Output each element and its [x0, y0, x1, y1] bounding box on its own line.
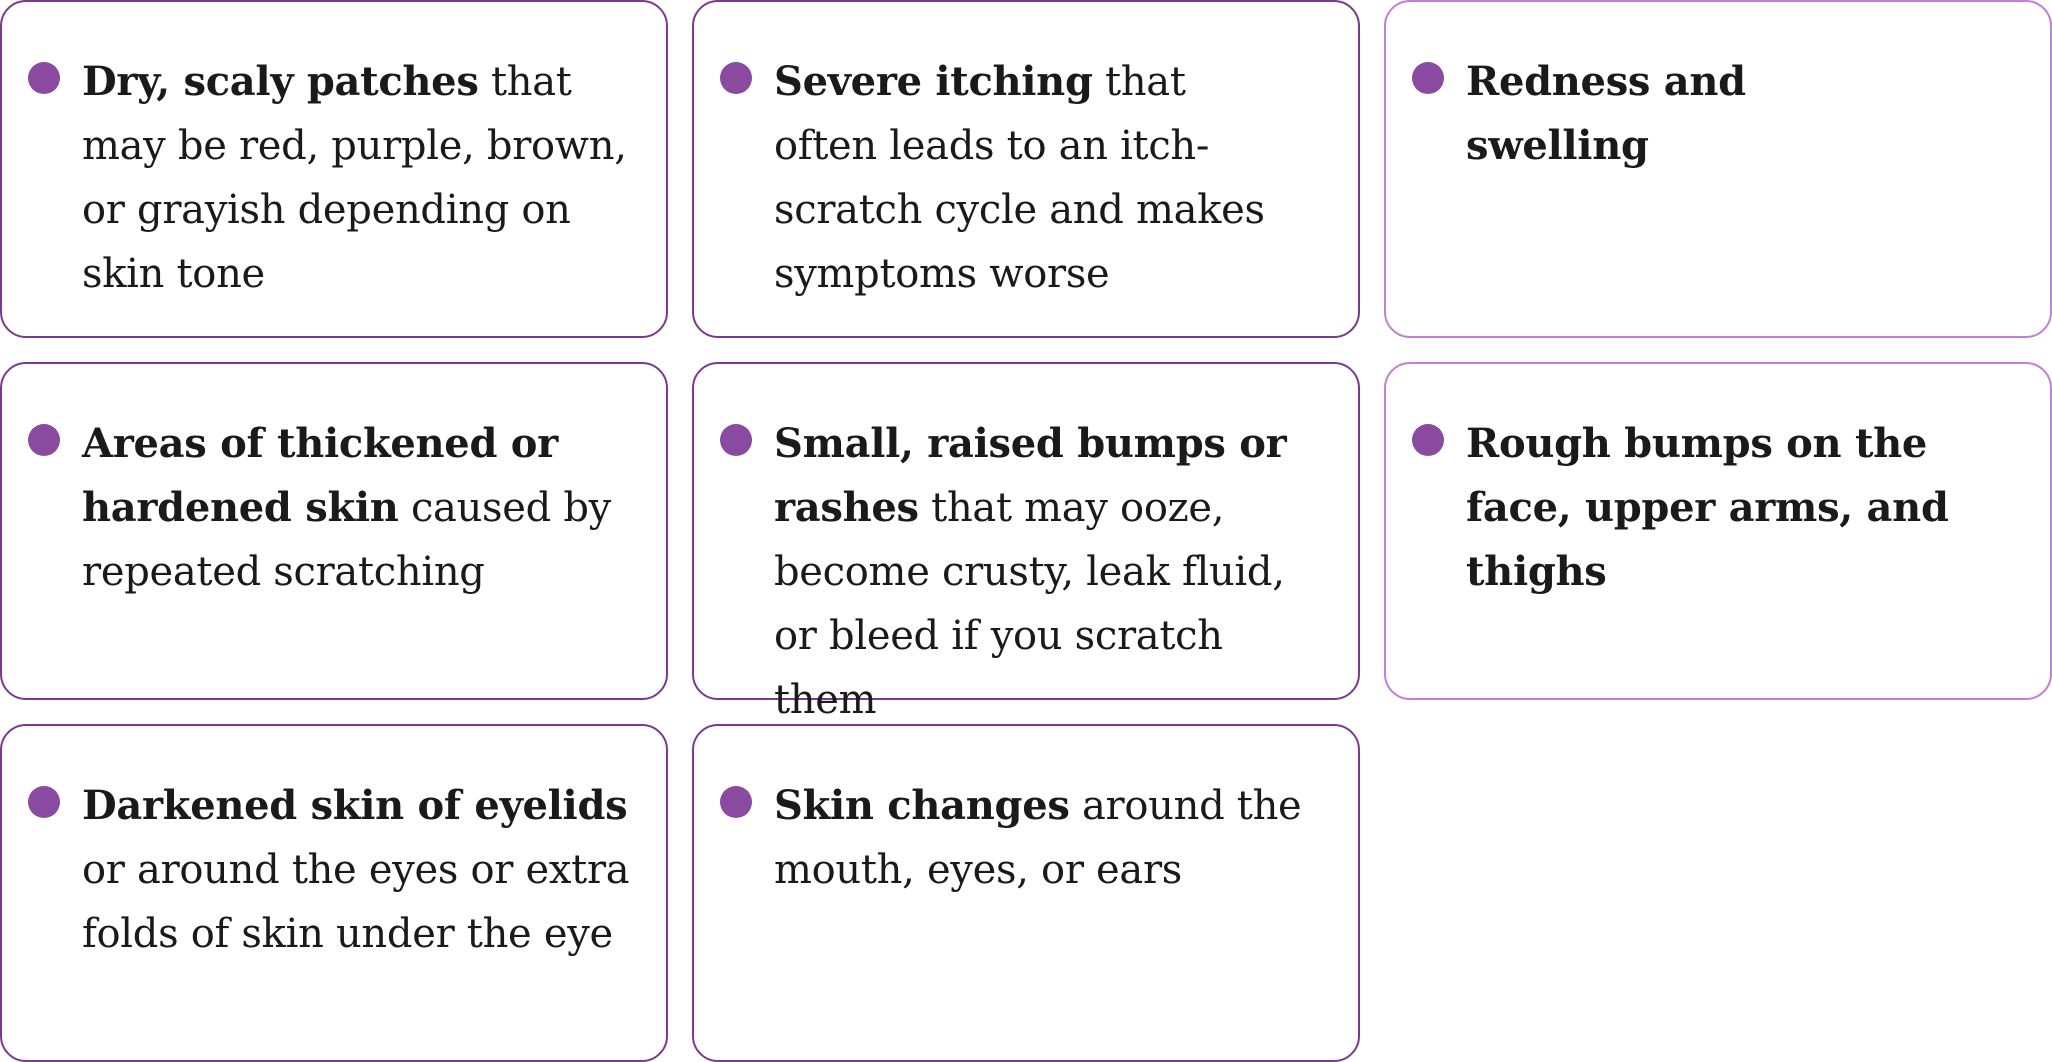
symptom-highlight: Severe itching: [774, 58, 1093, 105]
symptom-description: or around the eyes or extra folds of ski…: [82, 847, 630, 957]
symptom-card-darkened-eyelids: Darkened skin of eyelids or around the e…: [0, 724, 668, 1062]
symptom-highlight: Dry, scaly patches: [82, 58, 479, 105]
bullet-dot-icon: [28, 786, 60, 818]
symptom-description: that often leads to an itch-scratch cycl…: [774, 59, 1265, 297]
symptom-card-skin-changes: Skin changes around the mouth, eyes, or …: [692, 724, 1360, 1062]
bullet-dot-icon: [1412, 62, 1444, 94]
symptom-text: Darkened skin of eyelids or around the e…: [82, 774, 642, 966]
symptom-text: Areas of thickened or hardened skin caus…: [82, 412, 642, 604]
symptom-highlight: Redness and swelling: [1466, 58, 1746, 169]
symptom-text: Severe itching that often leads to an it…: [774, 50, 1334, 306]
symptom-card-severe-itching: Severe itching that often leads to an it…: [692, 0, 1360, 338]
symptom-text: Rough bumps on the face, upper arms, and…: [1466, 412, 2026, 604]
symptom-text: Redness and swelling: [1466, 50, 1766, 178]
symptom-card-thickened-skin: Areas of thickened or hardened skin caus…: [0, 362, 668, 700]
bullet-dot-icon: [28, 424, 60, 456]
symptom-highlight: Areas of thickened or hardened skin: [82, 420, 558, 531]
bullet-dot-icon: [1412, 424, 1444, 456]
bullet-dot-icon: [720, 62, 752, 94]
bullet-dot-icon: [720, 424, 752, 456]
symptom-text: Dry, scaly patches that may be red, purp…: [82, 50, 642, 306]
symptom-card-redness: Redness and swelling: [1384, 0, 2052, 338]
bullet-dot-icon: [720, 786, 752, 818]
symptom-description: that may ooze, become crusty, leak fluid…: [774, 485, 1285, 723]
symptom-highlight: Rough bumps on the face, upper arms, and…: [1466, 420, 1949, 595]
symptom-card-rough-bumps: Rough bumps on the face, upper arms, and…: [1384, 362, 2052, 700]
symptom-card-dry-patches: Dry, scaly patches that may be red, purp…: [0, 0, 668, 338]
symptom-card-raised-bumps: Small, raised bumps or rashes that may o…: [692, 362, 1360, 723]
symptom-description: around the mouth, eyes, or ears: [774, 783, 1302, 893]
symptom-highlight: Small, raised bumps or rashes: [774, 420, 1287, 531]
symptom-text: Skin changes around the mouth, eyes, or …: [774, 774, 1334, 902]
symptom-highlight: Darkened skin of eyelids: [82, 782, 628, 829]
bullet-dot-icon: [28, 62, 60, 94]
symptom-description: that may be red, purple, brown, or grayi…: [82, 59, 627, 297]
symptom-text: Small, raised bumps or rashes that may o…: [774, 412, 1334, 732]
symptom-highlight: Skin changes: [774, 782, 1070, 829]
symptom-description: caused by repeated scratching: [82, 485, 611, 595]
